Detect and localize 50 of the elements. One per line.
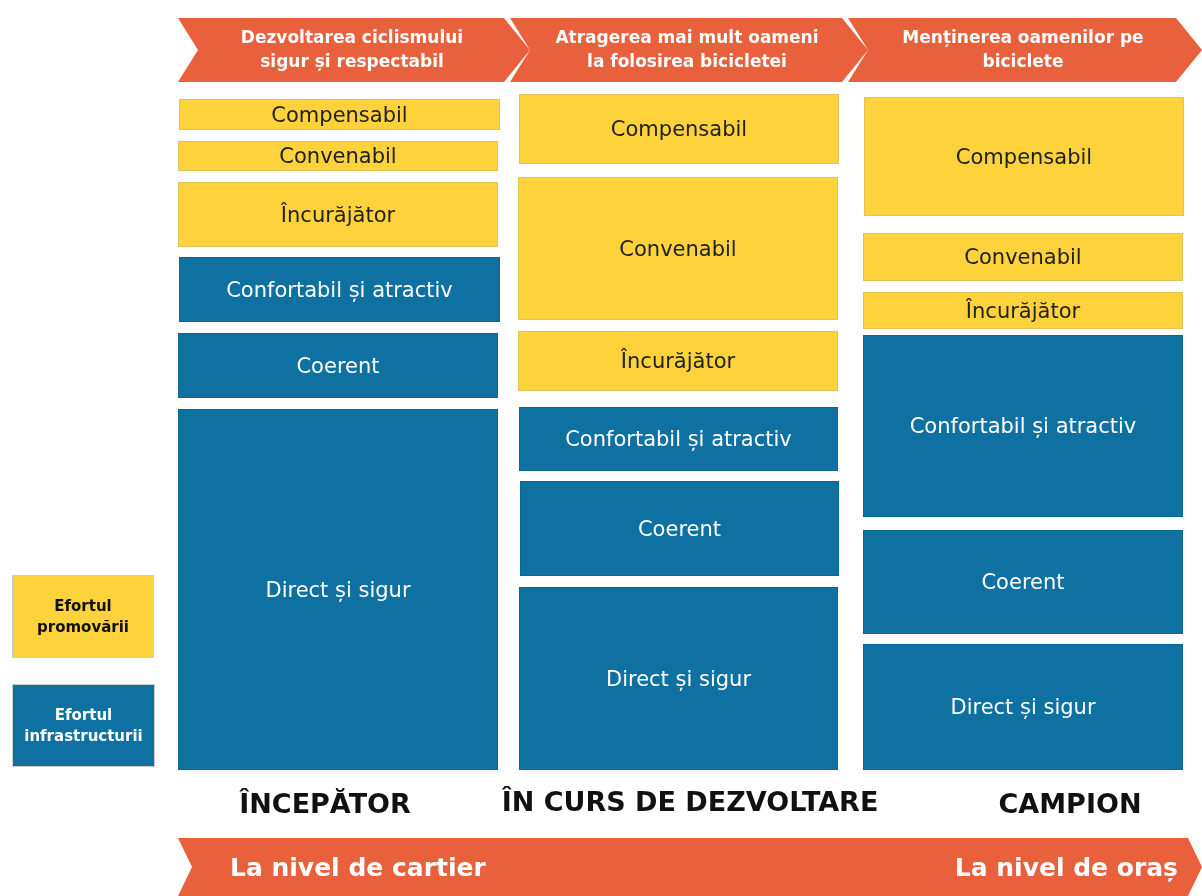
box-label: Încurăjător	[965, 298, 1081, 323]
box-label: Compensabil	[610, 117, 748, 141]
scale-label: La nivel de oraș	[954, 852, 1178, 882]
box-label: Direct și sigur	[605, 666, 752, 691]
infrastructure-box	[179, 257, 500, 322]
infrastructure-box	[863, 530, 1183, 634]
promotion-box	[178, 182, 498, 247]
box-label: Compensabil	[955, 144, 1093, 169]
level-heading: ÎNCEPĂTOR	[239, 788, 411, 819]
box-label: Coerent	[981, 570, 1065, 594]
level-heading: ÎN CURS DE DEZVOLTARE	[501, 786, 879, 817]
box-label: Direct și sigur	[950, 695, 1096, 719]
banner-text: Atragerea mai mult oameni la folosirea bicicletei	[554, 26, 820, 73]
box-label: Confortabil și atractiv	[226, 277, 453, 302]
promotion-box	[863, 292, 1183, 329]
box-label: Coerent	[637, 516, 722, 541]
promotion-box	[179, 99, 500, 130]
box-label: Convenabil	[964, 245, 1082, 269]
box-label: Coerent	[296, 353, 380, 378]
legend-label: Efortul promovării	[36, 595, 130, 638]
box-label: Convenabil	[279, 144, 397, 168]
promotion-box	[519, 94, 839, 164]
box-label: Încurăjător	[280, 202, 396, 227]
infrastructure-box	[178, 409, 498, 770]
box-label: Compensabil	[271, 102, 408, 127]
promotion-box	[864, 97, 1184, 216]
promotion-box	[518, 331, 838, 391]
box-label: Confortabil și atractiv	[565, 427, 792, 451]
infrastructure-box	[863, 335, 1183, 517]
chevron-banner	[510, 18, 868, 82]
banner-text: Menținerea oamenilor pe biciclete	[901, 26, 1145, 73]
chevron-banner	[848, 18, 1202, 82]
chevron-banner	[178, 18, 530, 82]
promotion-box	[178, 141, 498, 171]
scale-label: La nivel de cartier	[230, 852, 486, 882]
promotion-box	[518, 177, 838, 320]
infrastructure-box	[519, 587, 838, 770]
promotion-box	[863, 233, 1183, 281]
box-label: Direct și sigur	[265, 577, 411, 602]
level-heading: CAMPION	[998, 788, 1142, 819]
infrastructure-box	[863, 644, 1183, 770]
banner-text: Dezvoltarea ciclismului sigur și respectabil	[239, 26, 465, 73]
box-label: Convenabil	[619, 236, 737, 261]
box-label: Încurăjător	[620, 349, 736, 373]
infrastructure-box	[519, 407, 838, 471]
infrastructure-box	[520, 481, 839, 576]
infrastructure-box	[178, 333, 498, 398]
arrow-banner	[178, 838, 1202, 896]
legend-label: Efortul infrastructurii	[23, 704, 144, 747]
box-label: Confortabil și atractiv	[909, 414, 1137, 438]
